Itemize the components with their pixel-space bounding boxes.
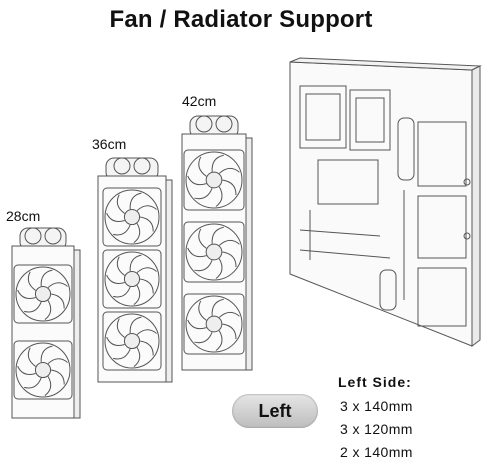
fan-icon xyxy=(183,221,245,283)
radiator-illustration xyxy=(11,227,81,419)
specs-heading: Left Side: xyxy=(338,374,412,390)
fan-icon xyxy=(183,293,245,355)
fan-icon xyxy=(13,340,73,400)
radiator-size-label: 28cm xyxy=(6,208,41,224)
specs-block: Left Side: 3 x 140mm 3 x 120mm 2 x 140mm xyxy=(338,374,413,467)
side-badge: Left xyxy=(232,394,318,428)
fan-icon xyxy=(102,311,162,371)
radiator-size-label: 42cm xyxy=(182,93,217,109)
spec-line: 3 x 140mm xyxy=(340,398,413,414)
spec-line: 3 x 120mm xyxy=(340,421,413,437)
radiator-illustration xyxy=(97,157,173,383)
fan-icon xyxy=(102,249,162,309)
page-title: Fan / Radiator Support xyxy=(109,6,373,33)
fan-icon xyxy=(102,187,162,247)
radiator-illustration xyxy=(181,115,253,371)
radiator-illustrations xyxy=(11,115,253,419)
fan-icon xyxy=(183,149,245,211)
spec-line: 2 x 140mm xyxy=(340,444,413,460)
fan-icon xyxy=(13,264,73,324)
radiator-size-label: 36cm xyxy=(92,136,127,152)
case-panel-illustration xyxy=(289,57,482,347)
